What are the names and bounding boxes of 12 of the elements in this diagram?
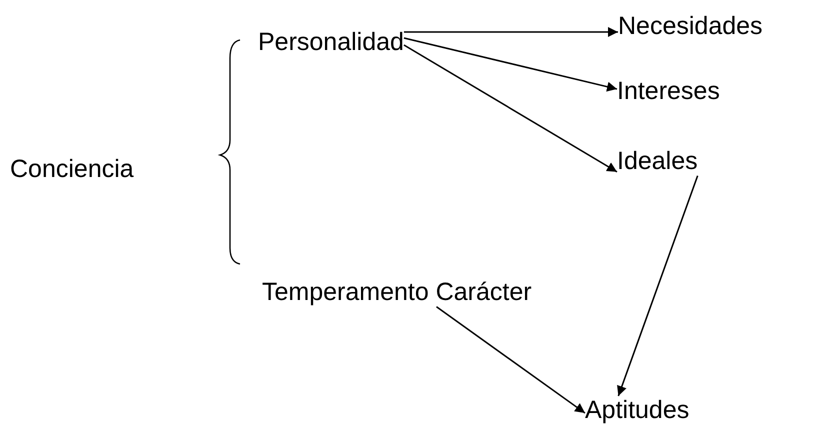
node-label: Ideales <box>617 147 698 176</box>
node-label: Personalidad <box>258 28 404 57</box>
arrow <box>404 37 618 92</box>
node-label: Aptitudes <box>585 396 690 425</box>
arrow <box>404 27 618 37</box>
arrow <box>436 306 586 414</box>
node-label: Intereses <box>617 77 720 106</box>
node-label: Conciencia <box>10 155 134 184</box>
arrow <box>404 44 618 172</box>
arrow <box>617 176 698 396</box>
node-label: Necesidades <box>618 12 763 41</box>
node-label: Temperamento Carácter <box>262 278 532 307</box>
